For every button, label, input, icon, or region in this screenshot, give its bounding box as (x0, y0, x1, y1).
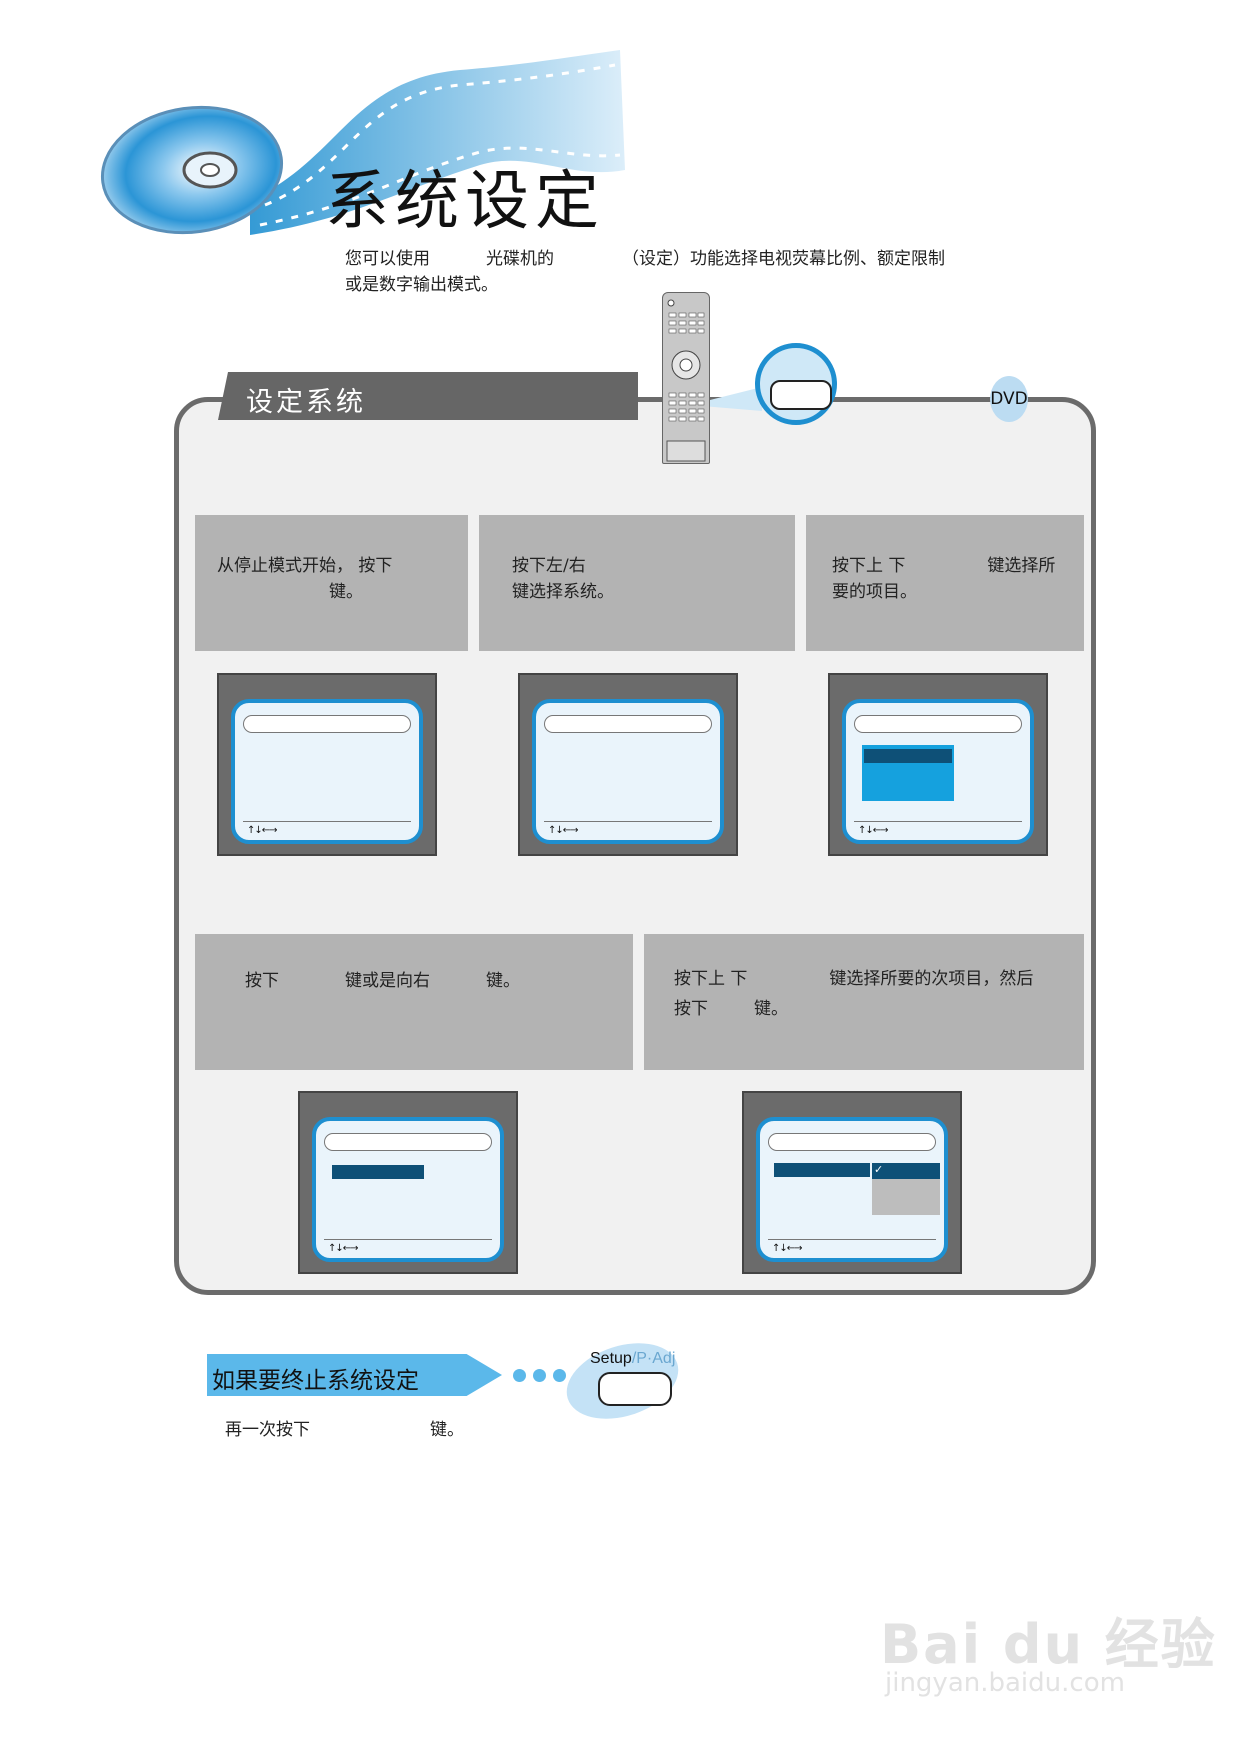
step-1-box: 从停止模式开始， 按下 键。 (195, 515, 468, 651)
stop-setup-note: 再一次按下 键。 (225, 1415, 464, 1440)
step-4-box: 按下 键或是向右 键。 (195, 934, 633, 1070)
connector-dot (533, 1369, 546, 1382)
screen-menu-bar (544, 715, 712, 733)
screen-menu-bar (243, 715, 411, 733)
screen-step-1: ↑↓←→ (217, 673, 437, 856)
step-2-box: 按下左/右 键选择系统。 (479, 515, 795, 651)
step-1-text-b: 键。 (329, 582, 363, 602)
step-2-text-b: 键选择系统。 (512, 582, 614, 602)
nav-arrows-hint: ↑↓←→ (772, 1243, 802, 1254)
step-3-text-c: 要的项目。 (832, 582, 917, 602)
nav-arrows-hint: ↑↓←→ (247, 825, 277, 836)
step-5-text-d: 键。 (754, 999, 788, 1019)
submenu-highlight-bar (872, 1163, 940, 1179)
section-tab (218, 372, 638, 420)
note-text-a: 再一次按下 (225, 1420, 310, 1440)
step-5-text-a: 按下上 下 (674, 969, 748, 989)
setup-button-icon (598, 1372, 672, 1406)
step-4-text-b: 键或是向右 (345, 971, 430, 991)
screen-step-3: ↑↓←→ (828, 673, 1048, 856)
intro-part-2: 光碟机的 (486, 249, 554, 269)
screen-menu-bar (324, 1133, 492, 1151)
connector-dot (513, 1369, 526, 1382)
stop-setup-title: 如果要终止系统设定 (212, 1368, 419, 1394)
screen-step-4: ↑↓←→ (298, 1091, 518, 1274)
nav-arrows-hint: ↑↓←→ (858, 825, 888, 836)
screen-step-2: ↑↓←→ (518, 673, 738, 856)
step-4-text-c: 键。 (486, 971, 520, 991)
step-5-text-b: 键选择所要的次项目，然后 (829, 969, 1034, 989)
screen-menu-bar (768, 1133, 936, 1151)
page-title: 系统设定 (325, 165, 605, 239)
note-text-b: 键。 (430, 1420, 464, 1440)
intro-line-2: 或是数字输出模式。 (345, 275, 498, 295)
watermark-url: jingyan.baidu.com (885, 1668, 1125, 1698)
nav-arrows-hint: ↑↓←→ (548, 825, 578, 836)
section-title: 设定系统 (246, 387, 366, 418)
menu-highlight-bar (332, 1165, 424, 1179)
check-icon: ✓ (874, 1163, 884, 1176)
screen-step-5: ✓ ↑↓←→ (742, 1091, 962, 1274)
stop-setup-banner (207, 1354, 502, 1396)
intro-text: 您可以使用 光碟机的 （设定）功能选择电视荧幕比例、额定限制 或是数字输出模式。 (345, 246, 1045, 298)
step-5-box: 按下上 下 键选择所要的次项目，然后 按下 键。 (644, 934, 1084, 1070)
nav-arrows-hint: ↑↓←→ (328, 1243, 358, 1254)
step-3-box: 按下上 下 键选择所 要的项目。 (806, 515, 1084, 651)
setup-button-label: Setup/P·Adj (590, 1350, 675, 1368)
step-3-text-a: 按下上 下 (832, 556, 906, 576)
step-5-text-c: 按下 (674, 999, 708, 1019)
step-2-text-a: 按下左/右 (512, 556, 586, 576)
disc-film-graphic (100, 50, 625, 235)
remote-control-icon (662, 292, 710, 464)
setup-label-main: Setup (590, 1350, 632, 1367)
screen-menu-bar (854, 715, 1022, 733)
step-3-text-b: 键选择所 (987, 556, 1056, 576)
menu-highlight-bar (774, 1163, 870, 1177)
intro-part-1: 您可以使用 (345, 249, 430, 269)
setup-button-icon (770, 380, 832, 410)
step-4-text-a: 按下 (245, 971, 279, 991)
intro-part-3: （设定）功能选择电视荧幕比例、额定限制 (622, 249, 945, 269)
step-1-text-a: 从停止模式开始， 按下 (217, 556, 393, 576)
watermark-logo: Bai du 经验 (880, 1613, 1217, 1676)
connector-dot (553, 1369, 566, 1382)
menu-highlight-bar (864, 749, 952, 763)
setup-label-padj: /P·Adj (631, 1350, 676, 1367)
dvd-badge: DVD (990, 376, 1028, 422)
